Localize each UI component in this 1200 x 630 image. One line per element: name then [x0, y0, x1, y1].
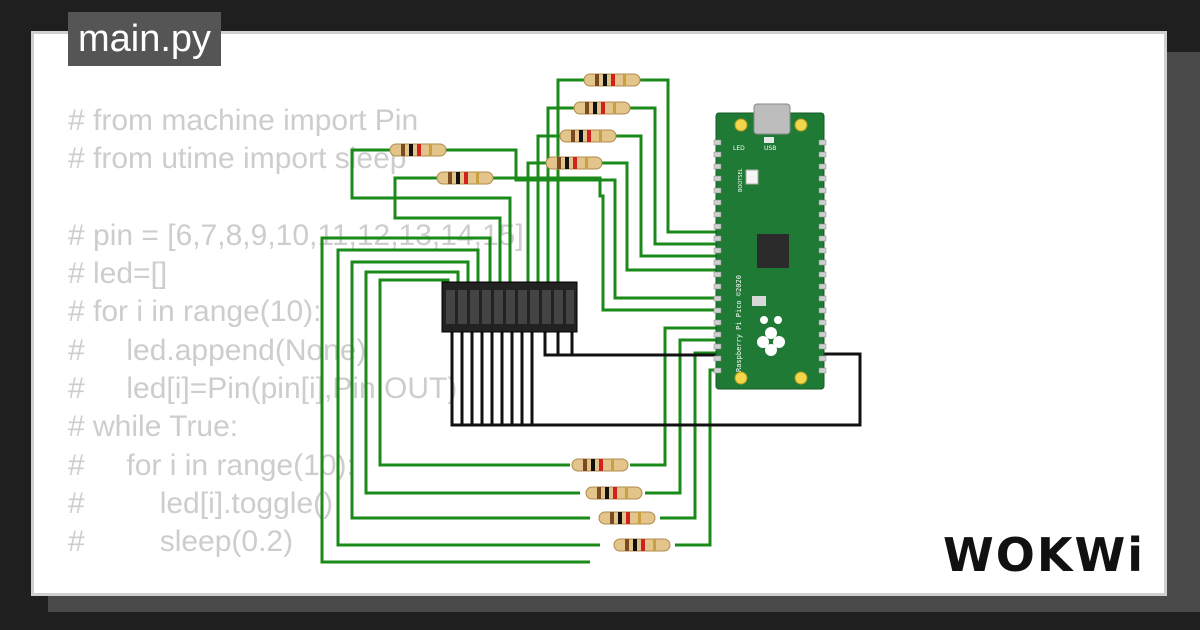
- code-line: # led[i].toggle(): [68, 486, 334, 520]
- led-bar-graph[interactable]: [441, 281, 578, 333]
- wokwi-logo: WOKWi: [943, 528, 1145, 582]
- bootsel-button[interactable]: [745, 169, 759, 185]
- code-line: # while True:: [68, 410, 239, 444]
- ground-wires: [450, 332, 862, 427]
- signal-wires: [320, 78, 718, 564]
- code-line: # for i in range(10):: [68, 448, 355, 482]
- onboard-led-icon: [764, 137, 774, 143]
- raspberry-pi-pico-board[interactable]: LED USB BOOTSEL Raspberry Pi Pico ©2020: [713, 103, 827, 390]
- rp2040-chip: [757, 234, 789, 268]
- label-bootsel: BOOTSEL: [738, 168, 744, 192]
- code-line: # for i in range(10):: [68, 295, 322, 329]
- flash-chip: [752, 296, 766, 306]
- pico-right-pins: [818, 139, 827, 374]
- pico-left-pins: [713, 139, 722, 374]
- label-led: LED: [733, 145, 745, 152]
- code-line: # led.append(None): [68, 333, 367, 367]
- code-editor: # from machine import Pin # from utime im…: [68, 102, 524, 562]
- code-line: # sleep(0.2): [68, 525, 294, 559]
- code-line: # led=[]: [68, 257, 168, 291]
- code-line: # led[i]=Pin(pin[i],Pin.OUT): [68, 372, 458, 406]
- code-line: # from utime import sleep: [68, 142, 407, 176]
- label-model: Raspberry Pi Pico ©2020: [735, 275, 743, 372]
- raspberry-logo-icon: [757, 316, 785, 356]
- label-usb: USB: [764, 145, 776, 152]
- file-tab[interactable]: main.py: [68, 12, 222, 66]
- preview-card: [31, 31, 1167, 596]
- code-line: # from machine import Pin: [68, 104, 419, 137]
- code-line: # pin = [6,7,8,9,10,11,12,13,14,15]: [68, 218, 524, 252]
